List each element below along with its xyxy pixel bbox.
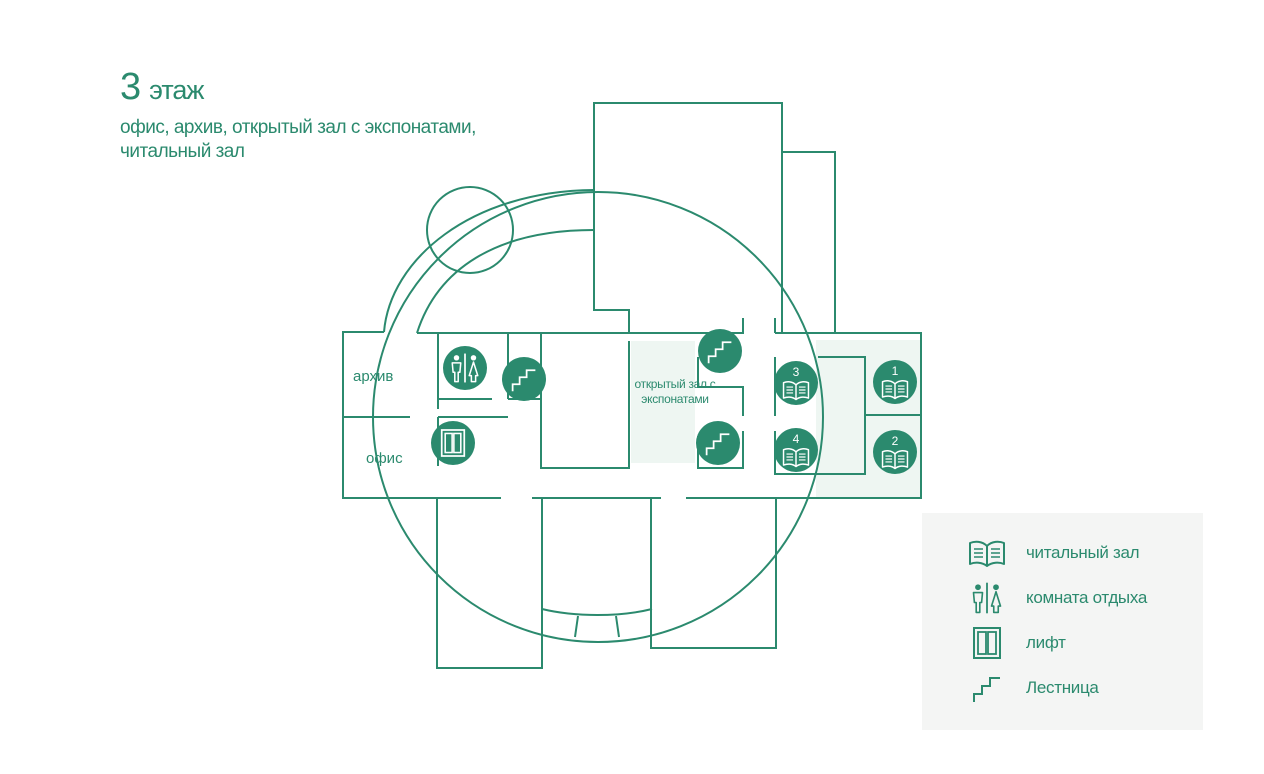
book-icon (968, 540, 1006, 568)
room-label-hall: открытый зал с экспонатами (634, 377, 716, 406)
map-legend: читальный зал комната отдыха лифт Лестни… (922, 513, 1203, 730)
small-round-tower (426, 186, 514, 274)
reading-room-number: 2 (892, 434, 899, 448)
legend-item-reading-room: читальный зал (922, 533, 1203, 573)
reading-room-number: 3 (793, 365, 800, 379)
reading-room-3: 3 (774, 361, 818, 405)
restroom-icon (443, 346, 487, 390)
floor-word: этаж (149, 75, 204, 105)
stairs-icon (696, 421, 740, 465)
legend-label: Лестница (1026, 678, 1099, 697)
legend-label: лифт (1026, 633, 1066, 652)
room-label-office: офис (366, 450, 403, 467)
reading-room-number: 1 (892, 364, 899, 378)
legend-item-elevator: лифт (922, 623, 1203, 663)
elevator-icon (431, 421, 475, 465)
legend-label: комната отдыха (1026, 588, 1148, 607)
reading-room-4: 4 (774, 428, 818, 472)
elevator-icon (973, 627, 1001, 659)
stairs-icon (973, 677, 1001, 703)
stairs-icon (502, 357, 546, 401)
restroom-icon (972, 581, 1002, 615)
reading-room-1: 1 (873, 360, 917, 404)
reading-room-number: 4 (793, 432, 800, 446)
legend-item-restroom: комната отдыха (922, 578, 1203, 618)
floor-description: офис, архив, открытый зал с экспонатами,… (120, 117, 476, 162)
page-title: 3 этаж (120, 66, 204, 109)
legend-label: читальный зал (1026, 543, 1140, 562)
room-label-archive: архив (353, 368, 394, 385)
legend-item-stairs: Лестница (922, 668, 1203, 708)
reading-room-2: 2 (873, 430, 917, 474)
stairs-icon (698, 329, 742, 373)
floor-walls (342, 102, 922, 669)
hall-highlight (631, 341, 695, 463)
floor-number: 3 (120, 66, 141, 108)
